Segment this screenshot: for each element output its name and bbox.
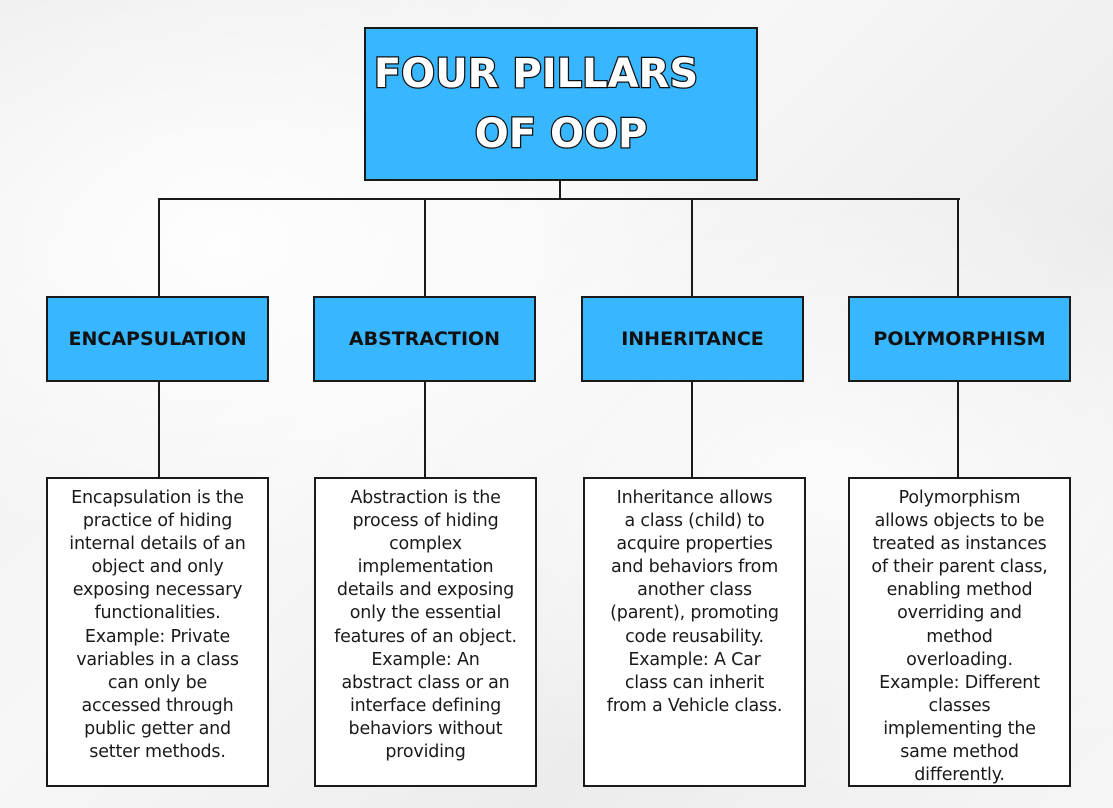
pillar-description-polymorphism: Polymorphism allows objects to be treate…: [848, 477, 1071, 787]
pillar-heading-label: POLYMORPHISM: [873, 328, 1046, 350]
pillar-heading-encapsulation: ENCAPSULATION: [46, 296, 269, 382]
connector-inheritance-top: [691, 198, 693, 297]
pillar-heading-inheritance: INHERITANCE: [581, 296, 804, 382]
connector-polymorphism-top: [957, 198, 959, 297]
connector-horizontal-bar: [158, 198, 960, 200]
connector-abstraction-bottom: [424, 381, 426, 478]
pillar-heading-label: ABSTRACTION: [348, 328, 501, 350]
connector-polymorphism-bottom: [957, 381, 959, 478]
pillar-heading-label: INHERITANCE: [621, 328, 764, 350]
pillar-heading-polymorphism: POLYMORPHISM: [848, 296, 1071, 382]
title-line-2: OF OOP: [473, 110, 648, 159]
title-box: FOUR PILLARS OF OOP: [364, 27, 758, 181]
pillar-description-abstraction: Abstraction is the process of hiding com…: [314, 477, 537, 787]
pillar-description-encapsulation: Encapsulation is the practice of hiding …: [46, 477, 269, 787]
connector-inheritance-bottom: [691, 381, 693, 478]
pillar-heading-abstraction: ABSTRACTION: [313, 296, 536, 382]
pillar-heading-label: ENCAPSULATION: [68, 328, 247, 350]
connector-encapsulation-bottom: [158, 381, 160, 478]
connector-encapsulation-top: [158, 198, 160, 297]
connector-abstraction-top: [424, 198, 426, 297]
pillar-description-inheritance: Inheritance allows a class (child) to ac…: [583, 477, 806, 787]
connector-title-stem: [559, 180, 561, 200]
title-line-1: FOUR PILLARS: [373, 50, 700, 99]
